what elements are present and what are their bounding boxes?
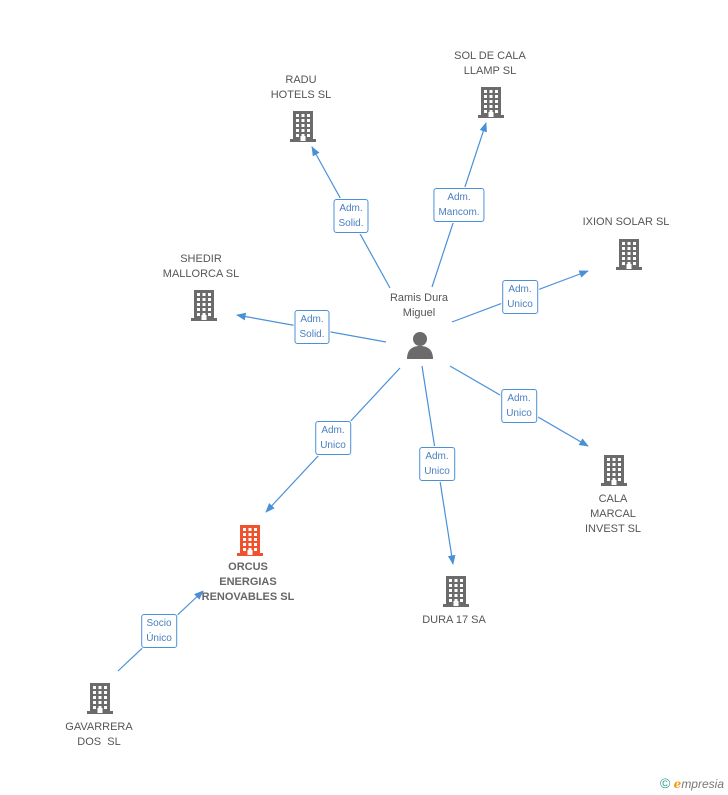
- company-label-shedir[interactable]: SHEDIR MALLORCA SL: [162, 253, 240, 280]
- company-label-ixion[interactable]: IXION SOLAR SL: [582, 216, 670, 228]
- building-icon[interactable]: [441, 574, 471, 613]
- edge-label[interactable]: Adm. Solid.: [294, 310, 330, 344]
- building-icon[interactable]: [189, 288, 219, 327]
- company-label-dura[interactable]: DURA 17 SA: [422, 614, 486, 626]
- building-icon[interactable]: [476, 85, 506, 124]
- company-label-cala[interactable]: CALA MARCAL INVEST SL: [584, 493, 642, 535]
- building-icon[interactable]: [599, 453, 629, 492]
- edge-label[interactable]: Adm. Unico: [315, 421, 351, 455]
- building-icon[interactable]: [235, 523, 265, 562]
- building-icon[interactable]: [614, 237, 644, 276]
- copyright-icon: ©: [660, 775, 671, 791]
- edge-label[interactable]: Adm. Mancom.: [433, 188, 485, 222]
- company-label-gavarrera[interactable]: GAVARRERA DOS SL: [65, 721, 133, 748]
- empresia-logo-e: e: [673, 777, 682, 791]
- building-icon[interactable]: [85, 681, 115, 720]
- empresia-brand[interactable]: © empresia: [660, 775, 724, 791]
- edge-label[interactable]: Adm. Unico: [419, 447, 455, 481]
- edge-label[interactable]: Adm. Unico: [502, 280, 538, 314]
- center-person-label[interactable]: Ramis Dura Miguel: [389, 292, 449, 319]
- edge-label[interactable]: Socio Único: [141, 614, 177, 648]
- company-label-radu[interactable]: RADU HOTELS SL: [270, 74, 332, 101]
- building-icon[interactable]: [288, 109, 318, 148]
- company-label-sol[interactable]: SOL DE CALA LLAMP SL: [454, 50, 526, 77]
- edge-label[interactable]: Adm. Solid.: [333, 199, 369, 233]
- edge-label[interactable]: Adm. Unico: [501, 389, 537, 423]
- company-label-orcus[interactable]: ORCUS ENERGIAS RENOVABLES SL: [201, 561, 295, 603]
- empresia-logo-text: mpresia: [681, 777, 724, 791]
- person-icon[interactable]: [405, 330, 435, 365]
